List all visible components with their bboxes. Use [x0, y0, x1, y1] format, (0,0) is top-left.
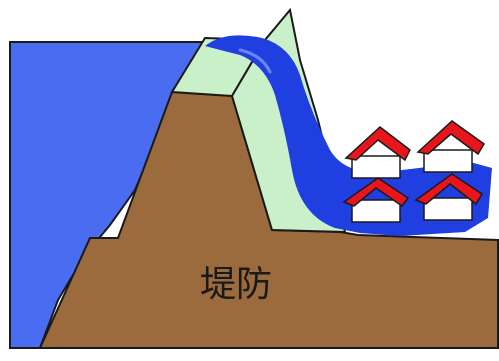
house-wall: [423, 149, 473, 173]
house-top-right: [416, 120, 485, 173]
overtopping-water: [205, 35, 492, 237]
levee-label: 堤防: [200, 264, 272, 305]
house-roof: [342, 177, 410, 208]
house-roof: [344, 126, 411, 162]
house-wall: [351, 199, 401, 223]
house-wall: [423, 197, 473, 221]
house-wall: [351, 155, 401, 179]
house-bottom-left: [342, 177, 410, 223]
water-highlight: [238, 48, 272, 74]
house-roof: [414, 173, 484, 206]
house-bottom-right: [414, 173, 484, 221]
house-top-left: [344, 126, 411, 179]
house-roof: [416, 120, 485, 156]
